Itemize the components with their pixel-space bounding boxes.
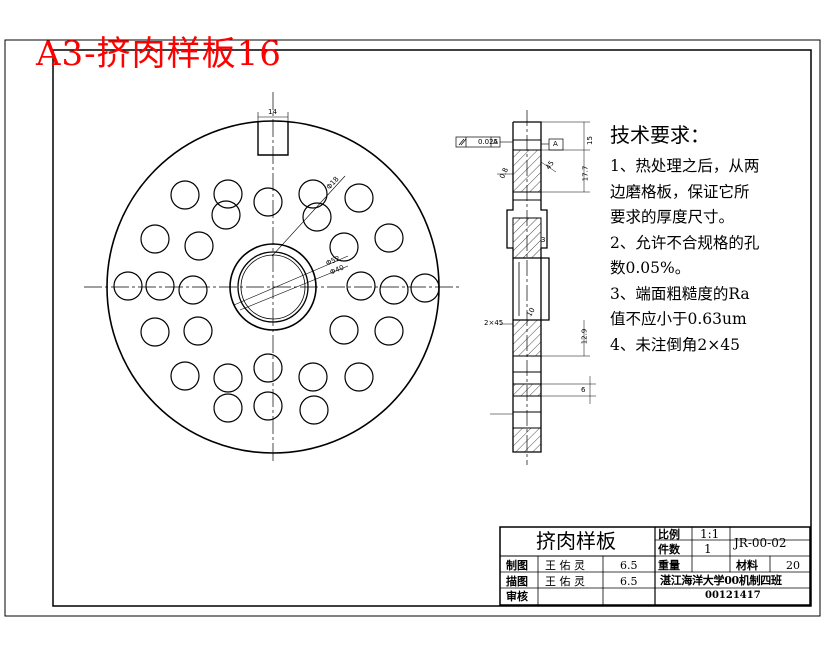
notes-title: 技术要求： [610,123,710,147]
perforation-hole [170,361,200,391]
perforation-hole [145,271,175,301]
bore-diameter-leader-2 [239,265,349,311]
note-line: 边磨格板，保证它所 [610,182,750,201]
parallelism-symbol-a [458,138,465,146]
hatch-region-hub-lower [512,319,542,357]
lower-section-size-label: 12.9 [580,328,589,345]
material-value: 20 [786,559,800,572]
traced-label: 描图 [506,575,528,588]
student-id: 00121417 [705,590,761,601]
note-line: 要求的厚度尺寸。 [610,208,735,226]
datum-label: A [553,140,558,148]
perforation-hole [184,231,214,261]
perforation-hole [113,271,143,301]
note-line: 4、未注倒角2×45 [610,335,740,354]
perforation-hole [379,275,409,305]
perforation-hole [253,353,283,383]
bore-diameter-leader [233,255,349,306]
chamfer-label: 2×45 [484,319,504,327]
note-line: 数0.05%。 [610,259,691,277]
sheet-heading: A3-挤肉样板16 [36,34,282,74]
hatch-region-bottom [512,427,542,453]
perforation-hole [183,316,213,346]
perforation-hole [213,393,243,423]
note-line: 1、热处理之后，从两 [610,157,760,175]
drawn-date: 6.5 [620,559,638,572]
traced-name: 王 佑 灵 [545,575,585,588]
hub-bore-circle [237,251,309,323]
quantity-label: 件数 [658,543,680,556]
front-view [84,92,462,463]
section-view [455,110,596,465]
hatch-region-hub-upper [512,217,542,259]
school-name: 湛江海洋大学00机制四班 [660,574,782,587]
note-line: 3、端面粗糙度的Ra [610,284,750,303]
tolerance-datum: A [493,138,498,146]
perforation-hole [253,391,283,421]
thickness-top-label: 15 [585,136,594,145]
keyway-width-label: 14 [268,108,277,116]
bore-profile [513,257,550,321]
perforation-hole [329,315,359,345]
outer-border [4,39,821,617]
parallelism-symbol-b [460,138,467,146]
hub-outer-circle [229,243,317,331]
hatch-region-top [512,149,542,193]
datum-box [548,138,564,151]
drawing-number: JR-00-02 [734,536,787,550]
step-dim-label: 3 [541,236,546,244]
perforation-hole [298,179,328,209]
perforation-hole [211,200,241,230]
perforation-hole [344,362,374,392]
weight-label: 重量 [658,559,680,572]
hole-diameter-leader [271,175,346,257]
note-line: 值不应小于0.63um [610,310,747,328]
note-line: 2、允许不合规格的孔 [610,233,760,252]
traced-date: 6.5 [620,575,638,588]
perforation-hole [178,275,208,305]
perforation-hole [302,202,332,232]
perforation-hole [374,316,404,346]
checked-label: 审核 [506,590,528,603]
bottom-dim-label: 6 [581,386,586,394]
perforation-hole [410,273,440,303]
scale-label: 比例 [658,528,680,541]
tolerance-value: 0.025 [478,138,499,146]
part-name: 挤肉样板 [536,529,616,553]
inner-frame [52,49,812,607]
title-block [499,526,811,606]
perforation-hole [344,183,374,213]
hatch-region-small [512,383,542,397]
perforation-hole [253,187,283,217]
perforation-holes [113,179,440,425]
top-section-size-label: 17.7 [581,165,590,182]
perforation-hole [299,395,329,425]
perforation-hole [213,363,243,393]
perforation-hole [140,224,170,254]
perforation-hole [346,271,376,301]
perforation-hole [329,232,359,262]
scale-value: 1:1 [700,527,720,541]
material-label: 材料 [736,559,758,572]
drawn-name: 王 佑 灵 [545,559,585,572]
perforation-hole [298,362,328,392]
technical-requirements: 技术要求： 1、热处理之后，从两 边磨格板，保证它所 要求的厚度尺寸。 2、允许… [610,120,820,358]
perforation-hole [170,180,200,210]
drawn-label: 制图 [506,559,528,572]
dim-leader-right [540,161,557,173]
perforation-hole [140,317,170,347]
keyway-slot [257,122,289,156]
perforation-hole [374,223,404,253]
perforation-hole [213,179,243,209]
quantity-value: 1 [704,542,712,556]
